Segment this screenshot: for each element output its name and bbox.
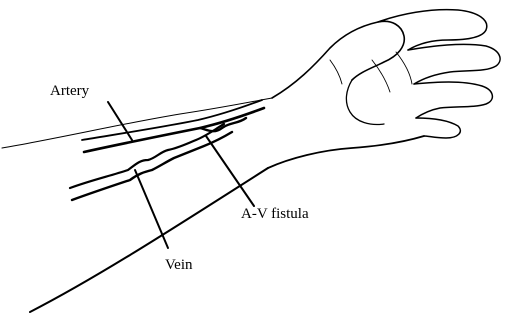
artery-label: Artery — [50, 84, 89, 99]
vein-vessel-upper — [70, 124, 224, 188]
thumb-crease — [346, 80, 384, 125]
ring-finger — [414, 82, 492, 118]
av-fistula-label: A-V fistula — [241, 207, 309, 222]
little-finger — [416, 118, 460, 138]
forearm-lower-outline — [30, 168, 268, 312]
fistula-leader-line — [206, 136, 254, 206]
hand-detail-lines — [330, 52, 412, 92]
middle-finger — [408, 44, 500, 84]
vein-leader-line — [135, 170, 168, 248]
vein-vessel-lower — [72, 132, 232, 200]
vein-label: Vein — [165, 258, 193, 273]
hand-back-outline — [272, 21, 404, 98]
wrist-lower-outline — [268, 136, 424, 168]
